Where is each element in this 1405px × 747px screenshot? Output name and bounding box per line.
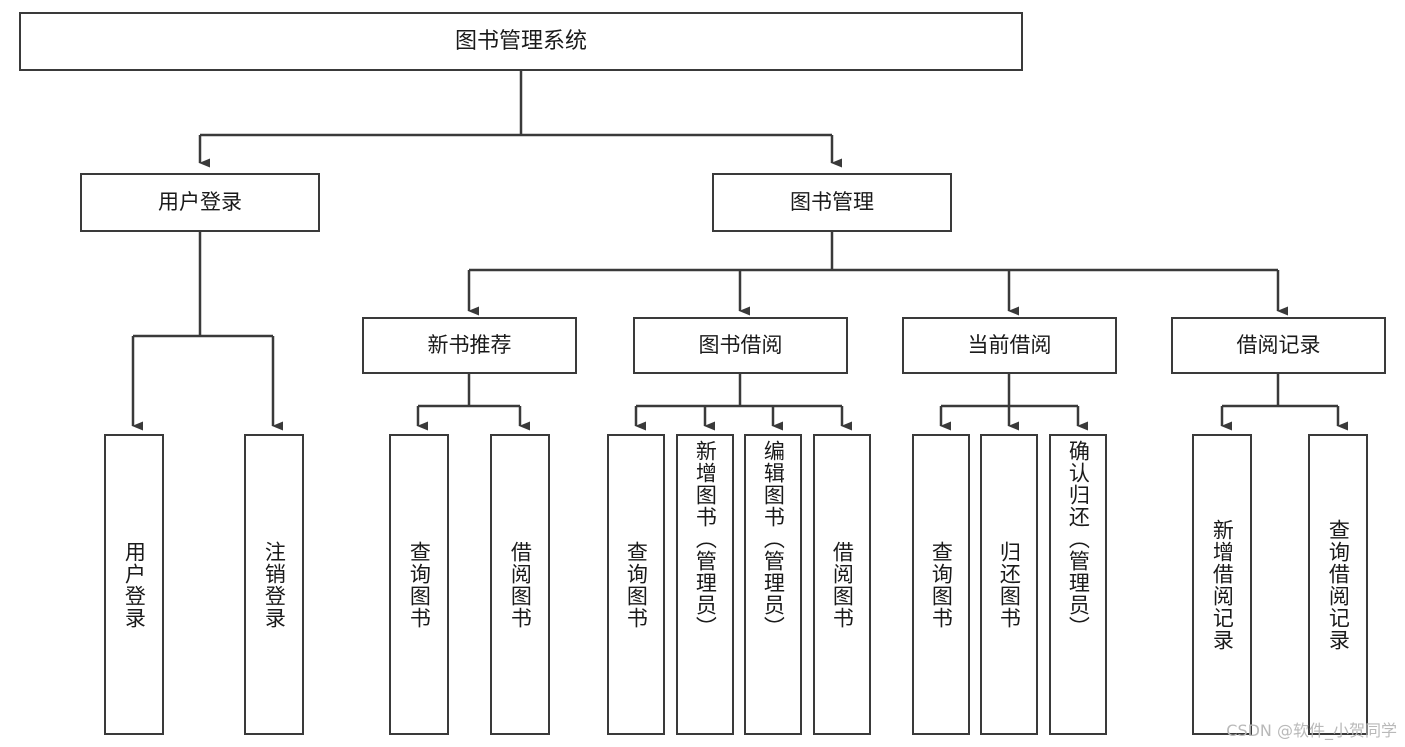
node-label: 查询图书 [929,540,954,629]
leaf-new-book-borrow[interactable]: 借阅图书 [490,434,550,735]
leaf-current-borrow-return[interactable]: 归还图书 [980,434,1038,735]
node-label: 编辑图书（管理员） [761,440,786,638]
node-label: 图书管理系统 [454,28,587,54]
node-label: 借阅图书 [830,540,855,629]
leaf-user-login-logout[interactable]: 注销登录 [244,434,304,735]
node-label: 用户登录 [158,190,242,215]
node-label: 查询借阅记录 [1326,518,1351,651]
leaf-current-borrow-query[interactable]: 查询图书 [912,434,970,735]
leaf-book-borrow-add[interactable]: 新增图书（管理员） [676,434,734,735]
leaf-current-borrow-confirm[interactable]: 确认归还（管理员） [1049,434,1107,735]
leaf-user-login-login[interactable]: 用户登录 [104,434,164,735]
node-new-book-recommend[interactable]: 新书推荐 [362,317,577,374]
node-label: 归还图书 [997,540,1022,629]
node-label: 注销登录 [262,540,287,629]
node-label: 图书借阅 [698,333,783,358]
node-label: 用户登录 [122,540,147,629]
node-label: 当前借阅 [967,333,1052,358]
node-label: 查询图书 [407,540,432,629]
leaf-book-borrow-edit[interactable]: 编辑图书（管理员） [744,434,802,735]
leaf-borrow-record-add[interactable]: 新增借阅记录 [1192,434,1252,735]
node-label: 新增借阅记录 [1210,518,1235,651]
csdn-watermark: CSDN @软件_小贺同学 [1226,721,1397,740]
node-label: 借阅图书 [508,540,533,629]
node-book-management[interactable]: 图书管理 [712,173,952,232]
node-current-borrow[interactable]: 当前借阅 [902,317,1117,374]
node-book-borrow[interactable]: 图书借阅 [633,317,848,374]
node-borrow-record[interactable]: 借阅记录 [1171,317,1386,374]
node-label: 图书管理 [790,190,874,215]
node-label: 借阅记录 [1236,333,1321,358]
leaf-new-book-query[interactable]: 查询图书 [389,434,449,735]
leaf-book-borrow-borrow[interactable]: 借阅图书 [813,434,871,735]
leaf-book-borrow-query[interactable]: 查询图书 [607,434,665,735]
node-label: 新书推荐 [427,333,512,358]
node-user-login[interactable]: 用户登录 [80,173,320,232]
node-root-system[interactable]: 图书管理系统 [19,12,1023,71]
node-label: 新增图书（管理员） [693,440,718,638]
node-label: 确认归还（管理员） [1066,440,1091,638]
leaf-borrow-record-query[interactable]: 查询借阅记录 [1308,434,1368,735]
node-label: 查询图书 [624,540,649,629]
